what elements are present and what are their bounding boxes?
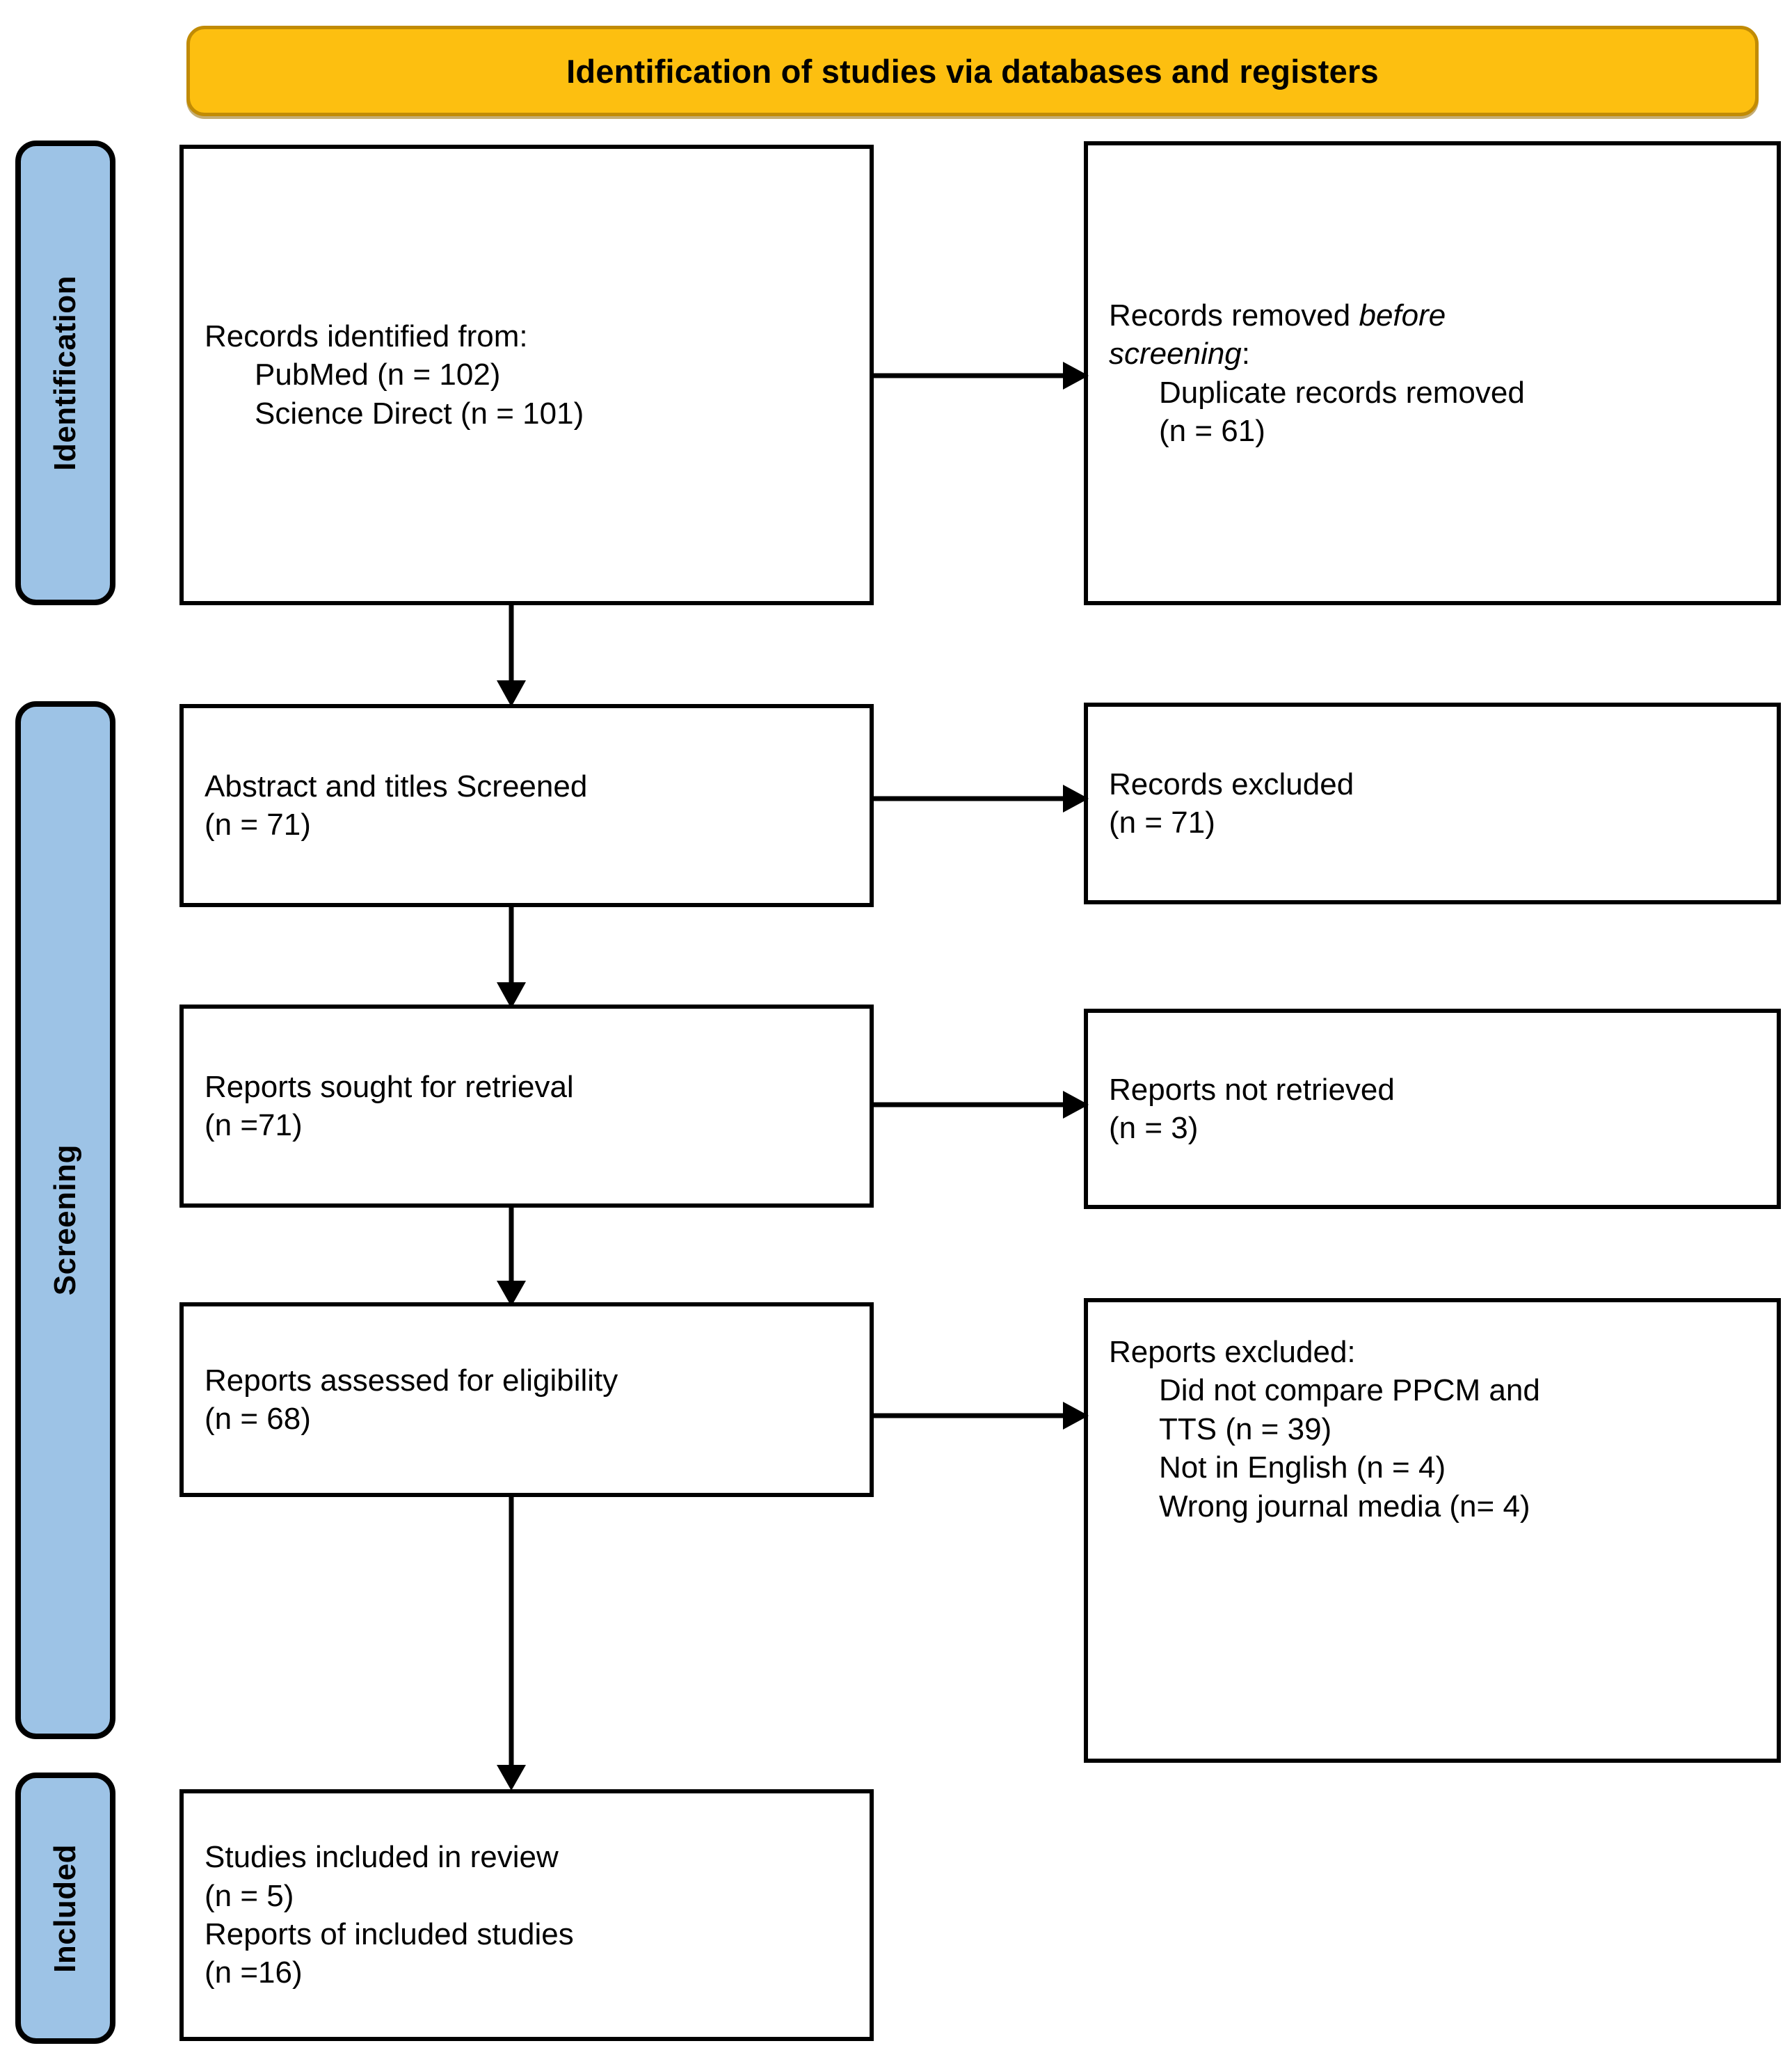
- box-records-removed: Records removed before screening: Duplic…: [1084, 141, 1781, 605]
- arrow-screened-to-records-excluded: [870, 781, 1092, 816]
- box-reports-assessed-line-2: (n = 68): [205, 1402, 311, 1436]
- box-reports-excluded-heading: Reports excluded:: [1109, 1335, 1356, 1369]
- box-reports-not-retrieved-line-2: (n = 3): [1109, 1111, 1199, 1145]
- box-reports-excluded-reason-1: Did not compare PPCM and: [1159, 1373, 1540, 1408]
- box-records-identified: Records identified from: PubMed (n = 102…: [179, 145, 874, 605]
- box-reports-assessed: Reports assessed for eligibility (n = 68…: [179, 1302, 874, 1497]
- page-title: Identification of studies via databases …: [566, 52, 1379, 90]
- arrow-sought-to-assessed: [490, 1205, 532, 1308]
- stage-label-screening: Screening: [15, 701, 115, 1739]
- box-reports-sought-line-2: (n =71): [205, 1108, 303, 1142]
- records-removed-italic-screening: screening: [1109, 337, 1242, 371]
- box-reports-not-retrieved-line-1: Reports not retrieved: [1109, 1072, 1395, 1107]
- records-removed-prefix: Records removed: [1109, 298, 1359, 333]
- box-studies-included-line-4: (n =16): [205, 1955, 303, 1990]
- box-records-removed-line-4: (n = 61): [1159, 413, 1265, 448]
- box-studies-included-line-3: Reports of included studies: [205, 1917, 574, 1951]
- box-reports-excluded-reason-3: Not in English (n = 4): [1159, 1450, 1446, 1485]
- diagram-header-banner: Identification of studies via databases …: [186, 26, 1759, 116]
- box-records-identified-line-3: Science Direct (n = 101): [255, 396, 584, 431]
- box-records-identified-line-2: PubMed (n = 102): [255, 358, 501, 392]
- box-studies-included-line-2: (n = 5): [205, 1878, 294, 1913]
- arrow-sought-to-not-retrieved: [870, 1087, 1092, 1122]
- arrow-identified-to-removed: [870, 358, 1092, 393]
- stage-label-screening-text: Screening: [48, 1144, 82, 1296]
- box-abstract-titles-screened-line-2: (n = 71): [205, 808, 311, 842]
- arrow-assessed-to-included: [490, 1494, 532, 1792]
- stage-label-identification: Identification: [15, 141, 115, 605]
- box-records-excluded: Records excluded (n = 71): [1084, 703, 1781, 904]
- stage-label-included: Included: [15, 1773, 115, 2044]
- box-reports-sought: Reports sought for retrieval (n =71): [179, 1005, 874, 1208]
- box-records-removed-line-3: Duplicate records removed: [1159, 375, 1525, 410]
- box-reports-excluded: Reports excluded: Did not compare PPCM a…: [1084, 1298, 1781, 1763]
- box-abstract-titles-screened: Abstract and titles Screened (n = 71): [179, 704, 874, 907]
- box-abstract-titles-screened-line-1: Abstract and titles Screened: [205, 769, 588, 803]
- records-removed-italic-before: before: [1359, 298, 1446, 333]
- arrow-assessed-to-reports-excluded: [870, 1398, 1092, 1433]
- box-records-excluded-line-2: (n = 71): [1109, 806, 1215, 840]
- box-records-removed-line-1: Records removed before: [1109, 296, 1756, 335]
- box-reports-sought-line-1: Reports sought for retrieval: [205, 1069, 574, 1104]
- box-reports-excluded-reason-4: Wrong journal media (n= 4): [1159, 1489, 1530, 1523]
- box-reports-assessed-line-1: Reports assessed for eligibility: [205, 1363, 618, 1398]
- box-records-excluded-line-1: Records excluded: [1109, 767, 1354, 801]
- stage-label-included-text: Included: [48, 1843, 82, 1973]
- box-reports-not-retrieved: Reports not retrieved (n = 3): [1084, 1009, 1781, 1209]
- arrow-screened-to-sought: [490, 904, 532, 1010]
- box-reports-excluded-reason-2: TTS (n = 39): [1159, 1411, 1332, 1446]
- box-records-removed-line-2: screening:: [1109, 335, 1756, 373]
- box-studies-included-line-1: Studies included in review: [205, 1840, 559, 1875]
- stage-label-identification-text: Identification: [48, 275, 82, 471]
- box-studies-included: Studies included in review (n = 5) Repor…: [179, 1789, 874, 2041]
- arrow-identified-to-screened: [490, 602, 532, 708]
- records-removed-colon: :: [1241, 337, 1251, 371]
- box-records-identified-line-1: Records identified from:: [205, 319, 528, 353]
